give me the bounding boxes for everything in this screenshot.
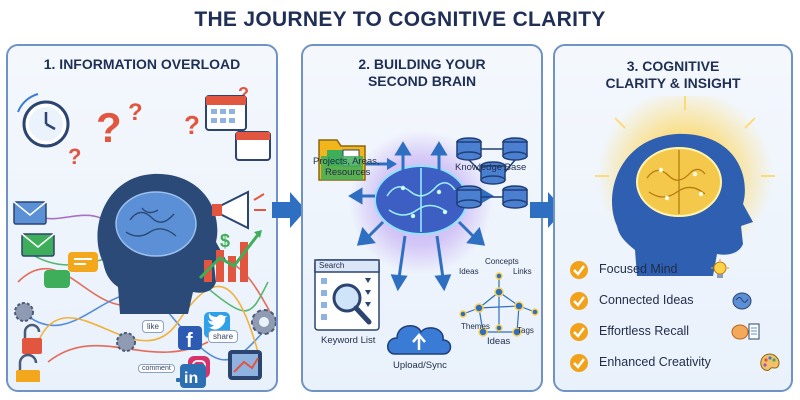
chart-icon: $	[198, 230, 262, 282]
svg-text:?: ?	[68, 144, 81, 169]
palette-icon	[760, 353, 780, 371]
facebook-icon: f	[178, 326, 202, 352]
benefit-label: Effortless Recall	[599, 324, 690, 338]
label-ideas-small: Ideas	[459, 267, 479, 276]
label-keyword-list: Keyword List	[321, 335, 376, 346]
label-search: Search	[319, 261, 345, 270]
label-projects-2: Resources	[325, 167, 371, 178]
brain-icon	[732, 292, 752, 310]
panel-title-brain-2: SECOND BRAIN	[367, 73, 477, 89]
benefit-label: Focused Mind	[599, 262, 678, 276]
head-icon	[97, 173, 227, 314]
check-icon	[570, 323, 588, 341]
panel-title-clarity-2: CLARITY & INSIGHT	[605, 75, 741, 91]
flow-arrow-1	[272, 192, 306, 228]
comment-tag: comment	[138, 364, 175, 373]
label-ideas: Ideas	[487, 336, 511, 347]
folder-icon	[318, 139, 366, 181]
like-tag: like	[142, 320, 165, 333]
chat-bubble-icon	[68, 252, 98, 272]
email-icon	[13, 201, 55, 257]
panel-cognitive-clarity: 3. COGNITIVE CLARITY & INSIGHT	[553, 44, 793, 392]
panel-title-clarity-1: 3. COGNITIVE	[626, 58, 720, 74]
phone-icon	[228, 350, 262, 380]
benefit-label: Enhanced Creativity	[599, 355, 711, 369]
label-links: Links	[513, 267, 532, 276]
clarity-illustration	[595, 96, 775, 276]
enlightened-head-icon	[612, 133, 753, 276]
clock-icon	[17, 93, 70, 148]
overload-illustration: ? ? ? ? ?	[13, 84, 276, 382]
benefit-item: Connected Ideas	[569, 289, 784, 313]
gear-icon	[14, 302, 276, 352]
label-concepts: Concepts	[485, 257, 519, 266]
linkedin-icon-badge: in	[180, 364, 206, 388]
search-window-icon	[314, 259, 380, 331]
check-icon	[570, 261, 588, 279]
svg-text:?: ?	[128, 99, 143, 126]
svg-text:?: ?	[238, 84, 249, 104]
label-upload-sync: Upload/Sync	[393, 360, 447, 371]
cloud-upload-icon	[387, 325, 452, 355]
svg-text:in: in	[184, 370, 198, 387]
share-tag: share	[208, 330, 239, 343]
label-knowledge-base: Knowledge Base	[455, 162, 527, 173]
digital-brain-icon	[374, 165, 468, 235]
padlock-icon	[16, 323, 42, 382]
panel-information-overload: 1. INFORMATION OVERLOAD ? ? ? ? ?	[6, 44, 278, 392]
lightbulb-icon	[711, 259, 729, 278]
svg-text:f: f	[186, 330, 193, 352]
panel-title-overload: 1. INFORMATION OVERLOAD	[43, 56, 241, 72]
panel-second-brain: 2. BUILDING YOUR SECOND BRAIN	[301, 44, 543, 392]
brain-document-icon	[731, 323, 760, 340]
label-tags: Tags	[517, 326, 534, 335]
network-icon	[459, 272, 539, 337]
svg-text:$: $	[220, 231, 230, 251]
svg-text:?: ?	[184, 110, 200, 140]
label-themes: Themes	[461, 322, 490, 331]
check-icon	[570, 354, 588, 372]
panel-title-brain-1: 2. BUILDING YOUR	[358, 56, 486, 72]
benefit-label: Connected Ideas	[599, 293, 694, 307]
benefit-item: Enhanced Creativity	[569, 351, 784, 375]
label-projects-1: Projects, Areas,	[313, 156, 380, 167]
check-icon	[570, 292, 588, 310]
benefit-item: Focused Mind	[569, 258, 784, 282]
page-title: THE JOURNEY TO COGNITIVE CLARITY	[194, 8, 606, 31]
second-brain-illustration	[314, 130, 539, 355]
question-mark-icon: ?	[96, 104, 122, 151]
benefit-item: Effortless Recall	[569, 320, 784, 344]
megaphone-icon	[212, 190, 266, 230]
calendar-icon	[205, 95, 271, 161]
